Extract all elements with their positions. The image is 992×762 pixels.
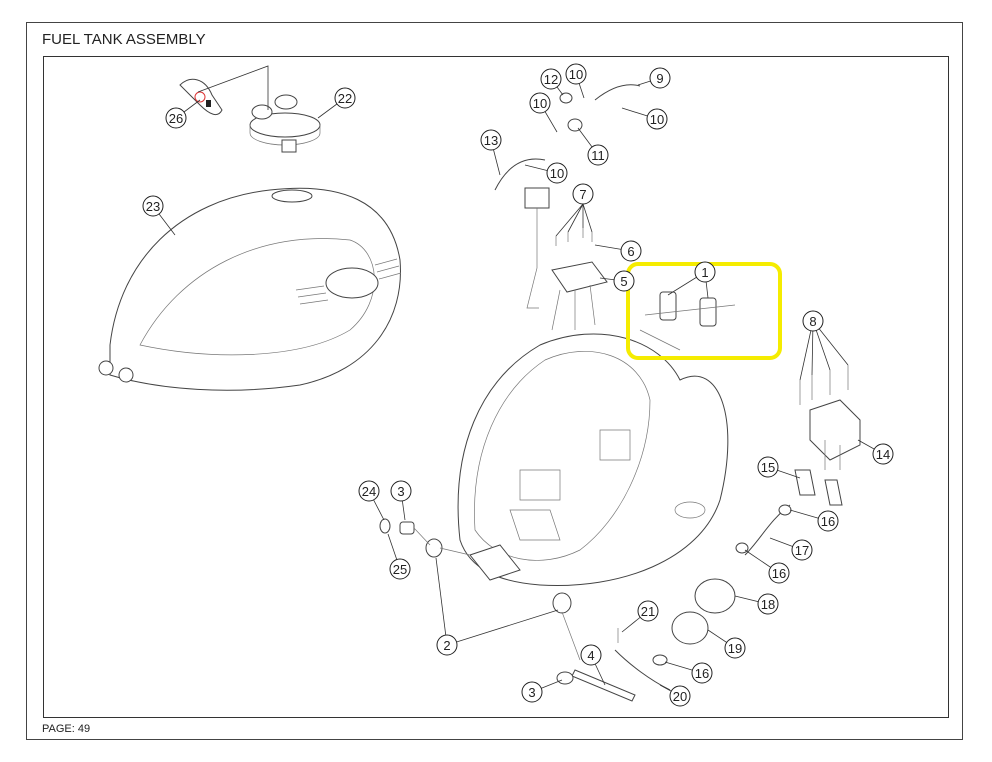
callout-15: 15 bbox=[757, 456, 779, 478]
callout-10: 10 bbox=[529, 92, 551, 114]
hose-9 bbox=[594, 84, 641, 101]
svg-text:17: 17 bbox=[795, 543, 809, 558]
svg-text:12: 12 bbox=[544, 72, 558, 87]
callout-7: 7 bbox=[572, 183, 594, 205]
fuel-pump bbox=[524, 187, 608, 331]
svg-text:5: 5 bbox=[620, 274, 627, 289]
svg-text:23: 23 bbox=[146, 199, 160, 214]
callout-21: 21 bbox=[637, 600, 659, 622]
svg-text:11: 11 bbox=[591, 148, 605, 163]
fuel-sender bbox=[794, 365, 861, 506]
svg-text:10: 10 bbox=[533, 96, 547, 111]
svg-text:16: 16 bbox=[821, 514, 835, 529]
hose-13 bbox=[494, 158, 546, 191]
svg-text:1: 1 bbox=[701, 265, 708, 280]
callout-12: 12 bbox=[540, 68, 562, 90]
svg-text:15: 15 bbox=[761, 460, 775, 475]
callout-9: 9 bbox=[649, 67, 671, 89]
callout-14: 14 bbox=[872, 443, 894, 465]
callout-10: 10 bbox=[646, 108, 668, 130]
svg-text:18: 18 bbox=[761, 597, 775, 612]
callout-10: 10 bbox=[565, 63, 587, 85]
svg-text:3: 3 bbox=[397, 484, 404, 499]
svg-text:13: 13 bbox=[484, 133, 498, 148]
callout-17: 17 bbox=[791, 539, 813, 561]
svg-text:10: 10 bbox=[550, 166, 564, 181]
svg-text:6: 6 bbox=[627, 244, 634, 259]
callout-23: 23 bbox=[142, 195, 164, 217]
callout-5: 5 bbox=[613, 270, 635, 292]
svg-text:24: 24 bbox=[362, 484, 376, 499]
bolts-7 bbox=[555, 203, 593, 246]
page-title: FUEL TANK ASSEMBLY bbox=[42, 31, 206, 48]
svg-text:14: 14 bbox=[876, 447, 890, 462]
callout-13: 13 bbox=[480, 129, 502, 151]
callout-26: 26 bbox=[165, 107, 187, 129]
callout-20: 20 bbox=[669, 685, 691, 707]
callout-16: 16 bbox=[691, 662, 713, 684]
svg-text:16: 16 bbox=[695, 666, 709, 681]
diagram-frame bbox=[43, 56, 949, 718]
fuel-tank-underside bbox=[457, 333, 729, 587]
rollers bbox=[639, 291, 736, 351]
svg-text:25: 25 bbox=[393, 562, 407, 577]
svg-text:9: 9 bbox=[656, 71, 663, 86]
callout-4: 4 bbox=[580, 644, 602, 666]
warning-sticker bbox=[179, 78, 223, 116]
callout-2: 2 bbox=[436, 634, 458, 656]
callout-25: 25 bbox=[389, 558, 411, 580]
callout-16: 16 bbox=[817, 510, 839, 532]
svg-text:4: 4 bbox=[587, 648, 594, 663]
callout-6: 6 bbox=[620, 240, 642, 262]
svg-text:8: 8 bbox=[809, 314, 816, 329]
callout-3: 3 bbox=[390, 480, 412, 502]
svg-text:19: 19 bbox=[728, 641, 742, 656]
callout-18: 18 bbox=[757, 593, 779, 615]
svg-text:2: 2 bbox=[443, 638, 450, 653]
callout-19: 19 bbox=[724, 637, 746, 659]
filter-18 bbox=[694, 578, 736, 614]
svg-text:10: 10 bbox=[650, 112, 664, 127]
callout-3: 3 bbox=[521, 681, 543, 703]
callout-16: 16 bbox=[768, 562, 790, 584]
svg-text:10: 10 bbox=[569, 67, 583, 82]
svg-text:7: 7 bbox=[579, 187, 586, 202]
callout-8: 8 bbox=[802, 310, 824, 332]
bolt-4 bbox=[571, 669, 636, 702]
page-number: PAGE: 49 bbox=[42, 723, 91, 735]
svg-text:22: 22 bbox=[338, 91, 352, 106]
fuel-tank-exterior bbox=[98, 187, 402, 391]
svg-text:16: 16 bbox=[772, 566, 786, 581]
fuel-cap bbox=[249, 94, 321, 153]
svg-text:3: 3 bbox=[528, 685, 535, 700]
callout-10: 10 bbox=[546, 162, 568, 184]
page-frame bbox=[26, 22, 963, 740]
callout-11: 11 bbox=[587, 144, 609, 166]
leader-lines bbox=[152, 73, 884, 697]
callout-24: 24 bbox=[358, 480, 380, 502]
svg-text:26: 26 bbox=[169, 111, 183, 126]
callout-22: 22 bbox=[334, 87, 356, 109]
svg-text:21: 21 bbox=[641, 604, 655, 619]
filter-19 bbox=[671, 611, 709, 645]
svg-text:20: 20 bbox=[673, 689, 687, 704]
callout-1: 1 bbox=[694, 261, 716, 283]
